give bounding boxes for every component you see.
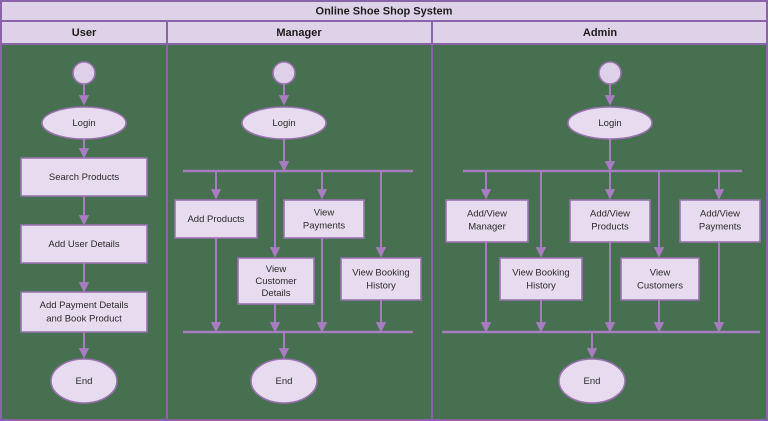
admin-add-view-products-label-line1: Add/View	[590, 209, 630, 220]
admin-login-label: Login	[598, 118, 621, 129]
manager-view-payments-label-line1: View	[314, 208, 335, 219]
admin-view-customers-label-line1: View	[650, 268, 671, 279]
lane-admin: Login Add/View Manager Add/View Products…	[442, 61, 761, 404]
manager-start-node[interactable]	[272, 61, 296, 85]
user-add-payment-details-label-line2: and Book Product	[46, 314, 122, 325]
manager-view-payments-node[interactable]	[283, 199, 365, 239]
admin-add-view-products-label-line2: Products	[591, 222, 629, 233]
manager-view-booking-history-node[interactable]	[340, 257, 422, 301]
manager-view-customer-details-label-line2: Customer	[255, 276, 296, 287]
lane-header-background	[1, 21, 767, 44]
admin-add-view-manager-label-line1: Add/View	[467, 209, 507, 220]
admin-view-booking-history-label-line2: History	[526, 281, 556, 292]
admin-add-view-payments-label-line1: Add/View	[700, 209, 740, 220]
manager-view-payments-label-line2: Payments	[303, 221, 345, 232]
user-add-user-details-node[interactable]	[20, 224, 148, 264]
manager-view-booking-history-label-line1: View Booking	[352, 268, 409, 279]
page-title: Online Shoe Shop System	[316, 5, 453, 17]
admin-view-booking-history-label-line1: View Booking	[512, 268, 569, 279]
admin-add-view-payments-node[interactable]	[679, 199, 761, 243]
admin-add-view-manager-label-line2: Manager	[468, 222, 506, 233]
lane-user: Login Search Products Add User Details A…	[20, 61, 148, 404]
admin-start-node[interactable]	[598, 61, 622, 85]
title-bar-background	[1, 1, 767, 21]
user-add-user-details-label: Add User Details	[48, 239, 120, 250]
user-search-products-label: Search Products	[49, 172, 119, 183]
user-start-node[interactable]	[72, 61, 96, 85]
admin-view-customers-label-line2: Customers	[637, 281, 683, 292]
admin-view-booking-history-node[interactable]	[499, 257, 583, 301]
user-login-label: Login	[72, 118, 95, 129]
manager-end-label: End	[276, 376, 293, 387]
lane-header-manager: Manager	[276, 27, 322, 39]
user-end-label: End	[76, 376, 93, 387]
admin-end-node[interactable]	[558, 358, 626, 404]
admin-add-view-manager-node[interactable]	[445, 199, 529, 243]
user-add-payment-details-label-line1: Add Payment Details	[40, 300, 129, 311]
manager-view-customer-details-label-line3: Details	[261, 288, 290, 299]
user-end-node[interactable]	[50, 358, 118, 404]
user-add-payment-details-node[interactable]	[20, 291, 148, 333]
manager-end-node[interactable]	[250, 358, 318, 404]
lane-manager: Login Add Products View Payments View Cu…	[174, 61, 422, 404]
admin-end-label: End	[584, 376, 601, 387]
admin-view-customers-node[interactable]	[620, 257, 700, 301]
lane-header-user: User	[72, 27, 97, 39]
manager-view-booking-history-label-line2: History	[366, 281, 396, 292]
user-search-products-node[interactable]	[20, 157, 148, 197]
manager-view-customer-details-label-line1: View	[266, 264, 287, 275]
manager-add-products-label: Add Products	[187, 214, 244, 225]
admin-add-view-payments-label-line2: Payments	[699, 222, 741, 233]
manager-login-label: Login	[272, 118, 295, 129]
lane-header-admin: Admin	[583, 27, 618, 39]
